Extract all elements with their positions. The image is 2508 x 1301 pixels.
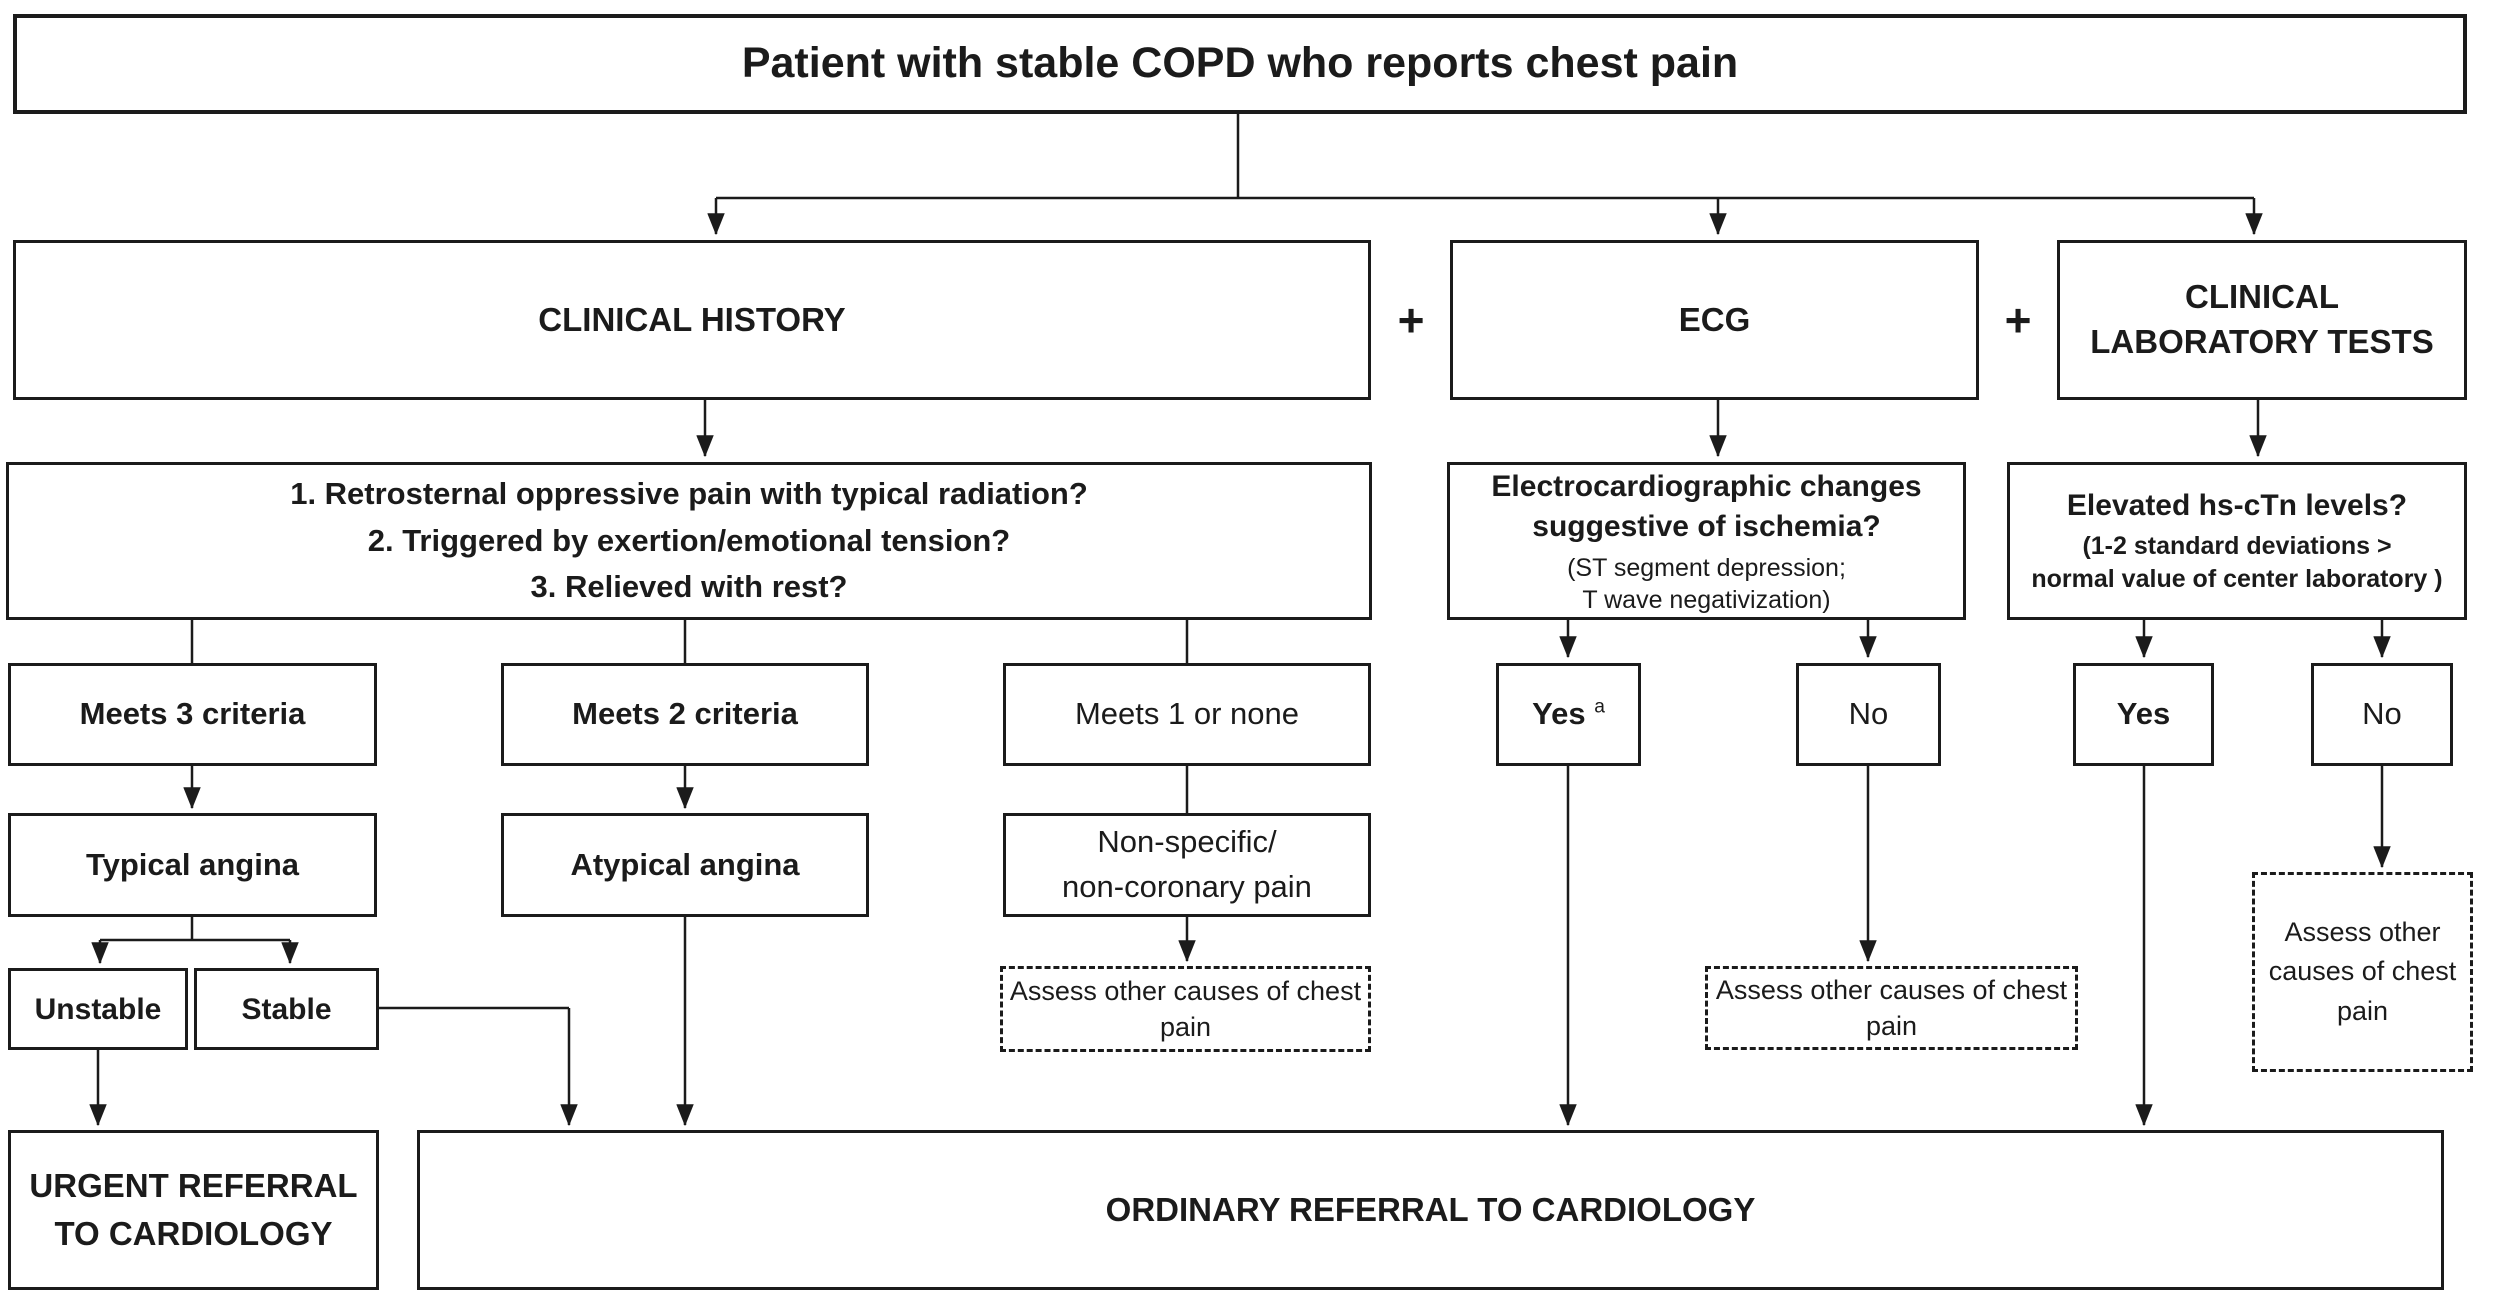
assess-other-causes-clinical-node: Assess other causes of chest pain	[1000, 966, 1371, 1052]
lab-question-text: Elevated hs-cTn levels?	[2066, 488, 2408, 522]
ecg-question-note: (ST segment depression; T wave negativiz…	[1567, 552, 1846, 616]
meets-1-or-none-node: Meets 1 or none	[1003, 663, 1371, 766]
ordinary-referral-node: ORDINARY REFERRAL TO CARDIOLOGY	[417, 1130, 2444, 1290]
atypical-angina-node: Atypical angina	[501, 813, 869, 917]
lab-no-node: No	[2311, 663, 2453, 766]
ecg-question-text: Electrocardiographic changes suggestive …	[1491, 469, 1922, 544]
criterion-3: 3. Relieved with rest?	[530, 569, 848, 605]
lab-note-line-1: (1-2 standard deviations >	[2082, 532, 2392, 561]
ecg-yes-node: Yes a	[1496, 663, 1641, 766]
ecg-yes-label: Yes a	[1532, 694, 1605, 734]
ecg-question-node: Electrocardiographic changes suggestive …	[1447, 462, 1966, 620]
criterion-2: 2. Triggered by exertion/emotional tensi…	[367, 522, 1011, 558]
meets-3-criteria-node: Meets 3 criteria	[8, 663, 377, 766]
ecg-yes-text: Yes	[1532, 696, 1586, 732]
unstable-node: Unstable	[8, 968, 188, 1050]
non-specific-pain-node: Non-specific/ non-coronary pain	[1003, 813, 1371, 917]
ecg-note-line-2: T wave negativization)	[1582, 585, 1831, 614]
stable-node: Stable	[194, 968, 379, 1050]
assess-other-causes-lab-node: Assess other causes of chest pain	[2252, 872, 2473, 1072]
plus-operator-left: +	[1397, 294, 1425, 346]
criterion-1: 1. Retrosternal oppressive pain with typ…	[290, 476, 1088, 512]
non-specific-line-2: non-coronary pain	[1062, 869, 1312, 904]
non-specific-line-1: Non-specific/	[1097, 824, 1277, 860]
ecg-node: ECG	[1450, 240, 1979, 400]
typical-angina-node: Typical angina	[8, 813, 377, 917]
urgent-referral-node: URGENT REFERRAL TO CARDIOLOGY	[8, 1130, 379, 1290]
meets-2-criteria-node: Meets 2 criteria	[501, 663, 869, 766]
lab-question-node: Elevated hs-cTn levels? (1-2 standard de…	[2007, 462, 2467, 620]
ecg-no-node: No	[1796, 663, 1941, 766]
assess-other-causes-ecg-node: Assess other causes of chest pain	[1705, 966, 2078, 1050]
title-node: Patient with stable COPD who reports che…	[13, 14, 2467, 114]
ecg-yes-footnote-marker: a	[1594, 697, 1605, 719]
clinical-history-node: CLINICAL HISTORY	[13, 240, 1371, 400]
clinical-history-criteria-node: 1. Retrosternal oppressive pain with typ…	[6, 462, 1372, 620]
clinical-laboratory-tests-node: CLINICAL LABORATORY TESTS	[2057, 240, 2467, 400]
lab-note-line-2: normal value of center laboratory )	[2031, 565, 2443, 594]
lab-question-note: (1-2 standard deviations > normal value …	[2031, 530, 2442, 596]
lab-yes-node: Yes	[2073, 663, 2214, 766]
ecg-note-line-1: (ST segment depression;	[1567, 553, 1846, 582]
plus-operator-right: +	[2004, 294, 2032, 346]
